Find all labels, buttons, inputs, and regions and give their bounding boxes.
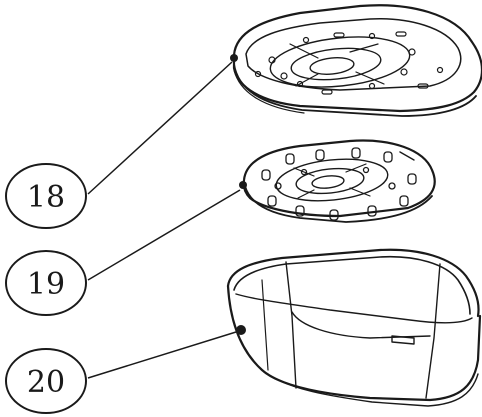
leader-line-20: [87, 331, 237, 379]
callout-label: 19: [27, 267, 65, 302]
callout-18: 18: [5, 163, 87, 229]
leader-line-19: [87, 189, 241, 281]
part-19-middle-plate: [239, 139, 436, 223]
callout-20: 20: [5, 348, 87, 414]
callout-bubble: [5, 348, 87, 414]
part-18-top-lid: [230, 4, 482, 117]
callout-bubble: [5, 250, 87, 316]
callout-label: 20: [27, 365, 65, 400]
callout-19: 19: [5, 250, 87, 316]
leader-line-18: [87, 61, 233, 195]
leader-lines: [87, 61, 241, 379]
callout-label: 18: [27, 180, 65, 215]
part-20-base-housing: [226, 248, 482, 407]
callout-bubble: [5, 163, 87, 229]
